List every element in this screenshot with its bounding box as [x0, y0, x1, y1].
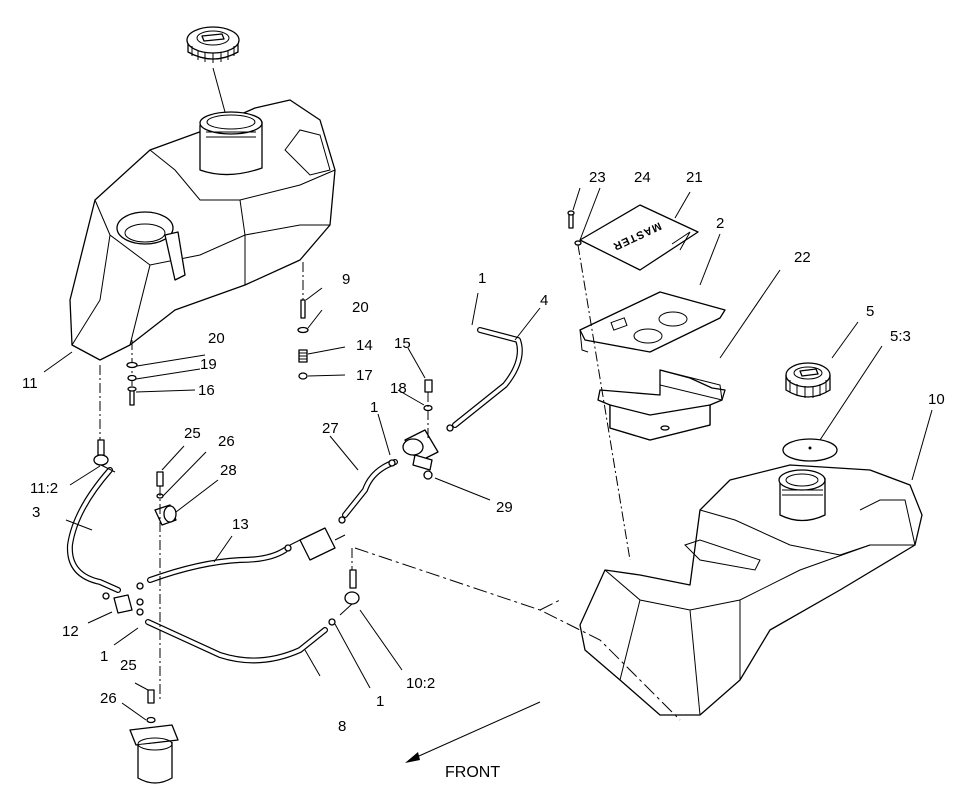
callout-14: 14 — [356, 337, 373, 354]
callout-10: 10 — [928, 391, 945, 408]
callout-15: 15 — [394, 335, 411, 352]
fuel-pump — [388, 379, 454, 480]
callout-23: 23 — [589, 169, 606, 186]
decal-screw — [567, 210, 631, 561]
callout-labels: 1 4 23 24 21 2 22 5 5:3 10 11 20 19 16 9… — [22, 169, 945, 735]
inline-fuel-filter — [284, 516, 346, 561]
callout-26-top: 26 — [218, 433, 235, 450]
callout-11: 11 — [22, 375, 38, 392]
callout-24: 24 — [634, 169, 651, 186]
callout-4: 4 — [540, 292, 548, 309]
left-tank-hardware — [99, 262, 309, 440]
callout-20-right: 20 — [352, 299, 369, 316]
tank-outlet-fittings — [93, 439, 360, 626]
callout-16: 16 — [198, 382, 215, 399]
callout-13: 13 — [232, 516, 249, 533]
callout-25-top: 25 — [184, 425, 201, 442]
mounting-plate — [579, 291, 726, 353]
callout-3: 3 — [32, 504, 40, 521]
front-label: FRONT — [445, 764, 500, 781]
callout-28: 28 — [220, 462, 237, 479]
battery-tray — [597, 369, 726, 441]
front-direction-arrow: FRONT — [405, 701, 541, 781]
callout-8: 8 — [338, 718, 346, 735]
left-fuel-cap — [186, 26, 240, 113]
callout-1-lower: 1 — [376, 693, 384, 710]
alignment-lines — [354, 547, 681, 721]
callout-21: 21 — [686, 169, 703, 186]
tee-fitting — [102, 582, 144, 616]
callout-1-tee: 1 — [100, 648, 108, 665]
callout-25-bottom: 25 — [120, 657, 137, 674]
callout-29: 29 — [496, 499, 513, 516]
callout-17: 17 — [356, 367, 373, 384]
callout-19: 19 — [200, 356, 217, 373]
callout-10-2: 10:2 — [406, 675, 435, 692]
callout-27: 27 — [322, 420, 339, 437]
callout-leaders — [43, 187, 933, 721]
callout-12: 12 — [62, 623, 79, 640]
callout-1: 1 — [478, 270, 486, 287]
right-fuel-cap — [785, 362, 831, 398]
shutoff-valve — [154, 471, 177, 700]
callout-2: 2 — [716, 215, 724, 232]
right-fuel-tank — [579, 464, 923, 716]
callout-20-left: 20 — [208, 330, 225, 347]
callout-26-bottom: 26 — [100, 690, 117, 707]
callout-5: 5 — [866, 303, 874, 320]
callout-1-pump: 1 — [370, 399, 378, 416]
callout-11-2: 11:2 — [30, 480, 58, 497]
callout-18: 18 — [390, 380, 407, 397]
callout-5-3: 5:3 — [890, 328, 911, 345]
master-decal: MASTER — [579, 204, 699, 271]
left-fuel-tank — [69, 99, 336, 361]
callout-22: 22 — [794, 249, 811, 266]
cap-gasket — [782, 438, 838, 462]
fuel-hoses — [66, 327, 523, 664]
callout-9: 9 — [342, 271, 350, 288]
fuel-filter-bowl — [129, 689, 179, 784]
